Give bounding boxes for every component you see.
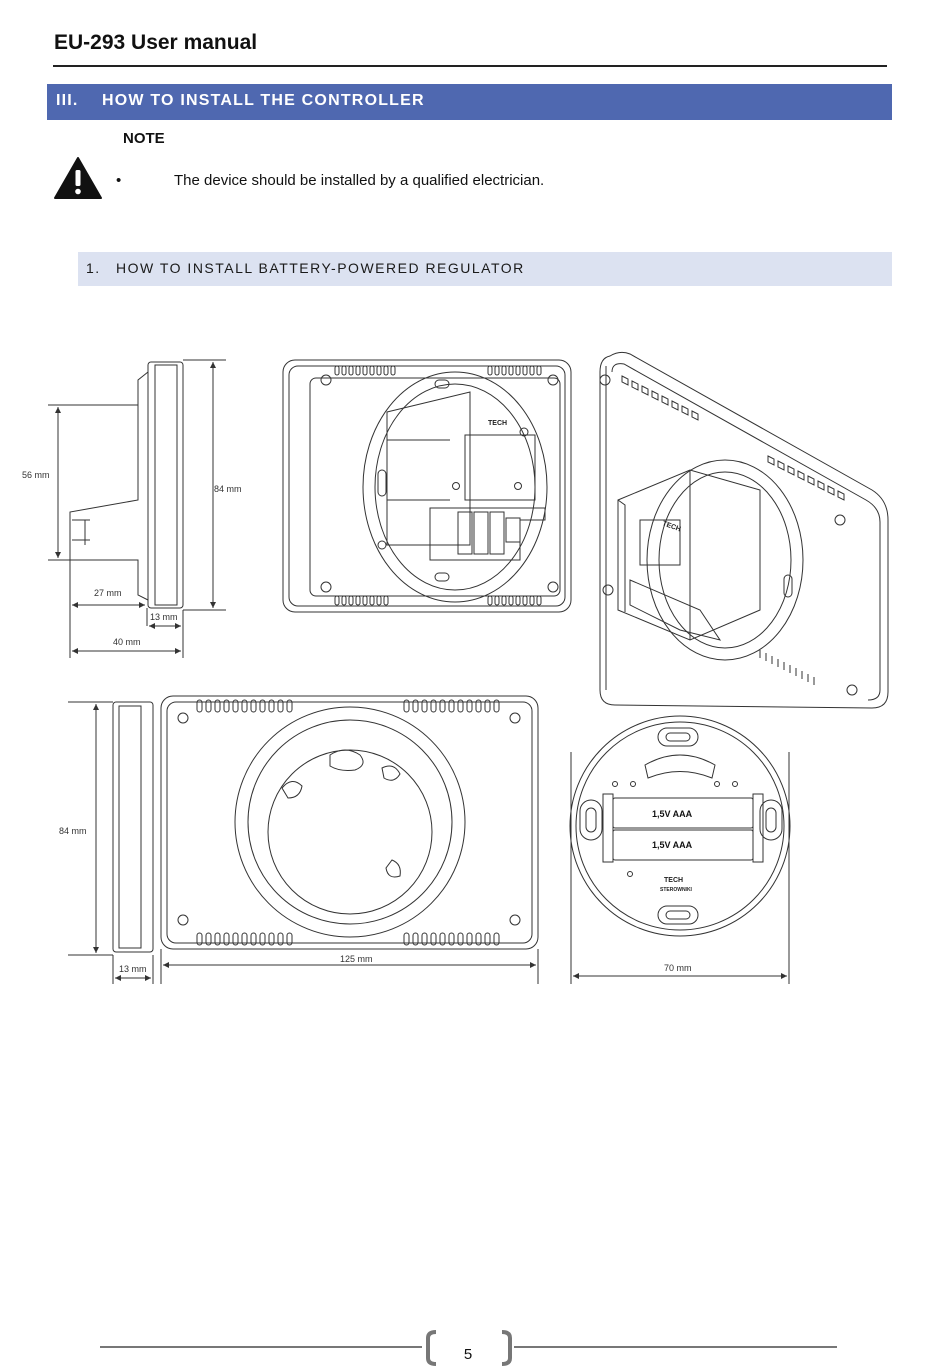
dim-56mm: 56 mm	[22, 470, 50, 480]
section-heading-bar: III. HOW TO INSTALL THE CONTROLLER	[47, 84, 892, 120]
document-title: EU-293 User manual	[54, 31, 258, 54]
dim-27mm: 27 mm	[94, 588, 122, 598]
page-number: 5	[463, 1346, 473, 1363]
dim-13mm-side: 13 mm	[150, 612, 178, 622]
base-brand-sub-label: STEROWNIKI	[660, 887, 693, 893]
perspective-view-drawing	[599, 351, 889, 709]
subsection-title: HOW TO INSTALL BATTERY-POWERED REGULATOR	[116, 260, 525, 276]
dim-40mm: 40 mm	[113, 637, 141, 647]
subsection-number: 1.	[86, 260, 101, 276]
section-title: HOW TO INSTALL THE CONTROLLER	[102, 92, 425, 109]
side-view-drawing	[48, 359, 226, 658]
dim-84mm-front: 84 mm	[59, 826, 87, 836]
front-view-vents	[196, 699, 500, 946]
rear-view-drawing	[282, 359, 572, 613]
perspective-vents	[621, 375, 845, 685]
dim-70mm: 70 mm	[664, 963, 692, 973]
rear-brand-label: TECH	[488, 420, 507, 427]
title-rule	[53, 65, 887, 67]
section-number: III.	[56, 92, 79, 109]
warning-triangle-icon	[54, 157, 102, 199]
base-brand-label: TECH	[664, 877, 683, 884]
footer-rule-left	[100, 1346, 422, 1348]
perspective-brand-label: TECH	[661, 520, 681, 533]
note-label: NOTE	[123, 130, 165, 147]
dim-84mm-side: 84 mm	[214, 484, 242, 494]
dim-125mm: 125 mm	[340, 954, 373, 964]
battery-1-label: 1,5V AAA	[652, 809, 693, 819]
battery-2-label: 1,5V AAA	[652, 840, 693, 850]
battery-base-drawing	[569, 715, 791, 984]
dim-13mm-front: 13 mm	[119, 964, 147, 974]
subsection-heading-bar: 1. HOW TO INSTALL BATTERY-POWERED REGULA…	[78, 252, 892, 286]
note-text: The device should be installed by a qual…	[174, 172, 545, 189]
front-view-drawing	[160, 695, 539, 984]
rear-view-vents	[334, 365, 542, 606]
front-side-profile	[68, 701, 154, 984]
page-number-brackets	[426, 1330, 512, 1366]
note-bullet: •	[116, 172, 122, 189]
footer-rule-right	[514, 1346, 837, 1348]
